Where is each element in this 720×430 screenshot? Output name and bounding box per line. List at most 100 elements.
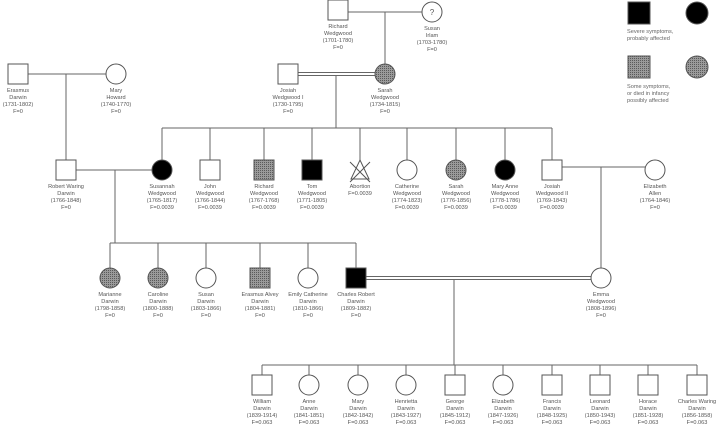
- male-symbol: [251, 374, 273, 396]
- inbreeding-coefficient: F=0: [303, 313, 313, 319]
- inbreeding-coefficient: F=0.0039: [300, 205, 324, 211]
- person-name: Wedgwood: [298, 191, 326, 197]
- person-dates: (1843-1927): [391, 413, 422, 419]
- male-symbol: [55, 159, 77, 181]
- legend: Severe symptoms, probably affected Some …: [627, 1, 709, 104]
- person-name: Emma: [593, 292, 610, 298]
- person-dates: (1767-1768): [249, 198, 280, 204]
- person-name: Catherine: [395, 184, 419, 190]
- inbreeding-coefficient: F=0: [283, 109, 293, 115]
- person-dates: (1731-1802): [3, 102, 34, 108]
- person-dates: (1730-1795): [273, 102, 304, 108]
- female-symbol: [421, 1, 443, 23]
- person-name: George: [446, 399, 465, 405]
- person-name: Darwin: [101, 299, 118, 305]
- person-dates: (1771-1805): [297, 198, 328, 204]
- inbreeding-coefficient: F=0: [255, 313, 265, 319]
- person-name: Irlam: [426, 33, 439, 39]
- person-name: Mary: [110, 88, 123, 94]
- person-name: Wedgwood: [587, 299, 615, 305]
- person-dates: (1856-1858): [682, 413, 713, 419]
- male-symbol: [7, 63, 29, 85]
- person-name: Darwin: [494, 406, 511, 412]
- person-name: Wedgwood I: [273, 95, 304, 101]
- person-name: Darwin: [197, 299, 214, 305]
- male-symbol: [249, 267, 271, 289]
- female-symbol: [644, 159, 666, 181]
- inbreeding-coefficient: F=0: [596, 313, 606, 319]
- person-dates: (1765-1817): [147, 198, 178, 204]
- person-name: Wedgwood: [371, 95, 399, 101]
- person-name: Darwin: [251, 299, 268, 305]
- person-name: Sarah: [378, 88, 393, 94]
- person-dates: (1764-1846): [640, 198, 671, 204]
- person-name: Darwin: [299, 299, 316, 305]
- person-dates: (1845-1912): [440, 413, 471, 419]
- person-dates: (1851-1928): [633, 413, 664, 419]
- legend-some-female-symbol: [685, 55, 709, 79]
- person-dates: (1740-1770): [101, 102, 132, 108]
- person-name: Darwin: [300, 406, 317, 412]
- person-name: Susan: [424, 26, 440, 32]
- inbreeding-coefficient: F=0.0039: [348, 191, 372, 197]
- person-dates: (1841-1851): [294, 413, 325, 419]
- person-dates: (1800-1888): [143, 306, 174, 312]
- person-name: Wedgwood: [196, 191, 224, 197]
- person-dates: (1839-1914): [247, 413, 278, 419]
- person-name: Robert Waring: [48, 184, 84, 190]
- person-name: Tom: [307, 184, 318, 190]
- person-name: Richard: [328, 24, 347, 30]
- person-name: Mary Anne: [492, 184, 519, 190]
- inbreeding-coefficient: F=0: [61, 205, 71, 211]
- person-name: Charles Waring: [678, 399, 716, 405]
- person-name: Darwin: [349, 406, 366, 412]
- person-name: Caroline: [148, 292, 169, 298]
- inbreeding-coefficient: F=0.063: [638, 420, 659, 426]
- person-name: Darwin: [446, 406, 463, 412]
- female-symbol: [99, 267, 121, 289]
- person-name: Susannah: [149, 184, 174, 190]
- inbreeding-coefficient: F=0.0039: [444, 205, 468, 211]
- person-name: William: [253, 399, 271, 405]
- male-symbol: [589, 374, 611, 396]
- person-name: Sarah: [449, 184, 464, 190]
- person-dates: (1778-1786): [490, 198, 521, 204]
- inbreeding-coefficient: F=0: [333, 45, 343, 51]
- male-symbol: [541, 374, 563, 396]
- person-dates: (1810-1866): [293, 306, 324, 312]
- legend-some-male-symbol: [627, 55, 651, 79]
- person-name: Wedgwood: [148, 191, 176, 197]
- person-dates: (1798-1858): [95, 306, 126, 312]
- legend-some-label-2: or died in infancy: [627, 91, 669, 97]
- relationship-lines: [28, 11, 698, 375]
- person-name: Josiah: [544, 184, 560, 190]
- person-name: Abortion: [350, 184, 371, 190]
- person-dates: (1803-1866): [191, 306, 222, 312]
- person-dates: (1847-1926): [488, 413, 519, 419]
- inbreeding-coefficient: F=0.063: [493, 420, 514, 426]
- legend-some-label-1: Some symptoms,: [627, 84, 671, 90]
- inbreeding-coefficient: F=0.063: [348, 420, 369, 426]
- person-dates: (1848-1925): [537, 413, 568, 419]
- person-dates: (1804-1881): [245, 306, 276, 312]
- person-name: Wedgwood: [324, 31, 352, 37]
- person-dates: (1776-1856): [441, 198, 472, 204]
- person-name: Leonard: [590, 399, 611, 405]
